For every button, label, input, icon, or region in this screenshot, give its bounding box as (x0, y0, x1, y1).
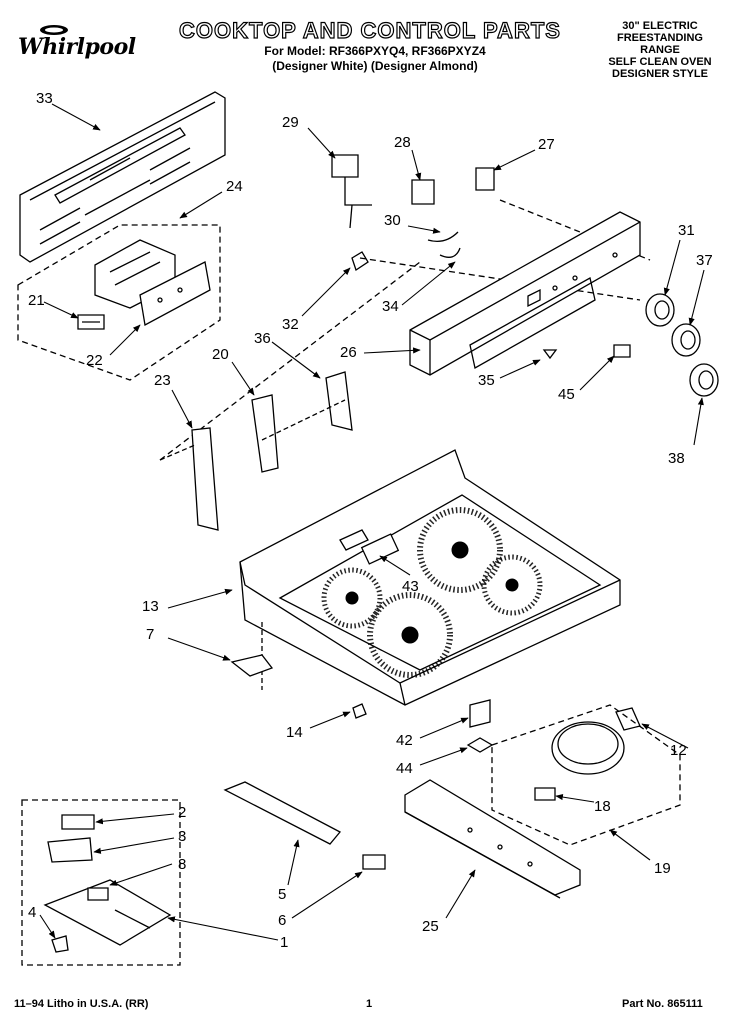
callout-22: 22 (86, 352, 103, 369)
callout-27: 27 (538, 136, 555, 153)
callout-12: 12 (670, 742, 687, 759)
model-line: For Model: RF366PXYQ4, RF366PXYZ4 (264, 44, 486, 58)
surface-element-patterns (324, 510, 540, 675)
callout-21: 21 (28, 292, 45, 309)
part-32 (352, 252, 368, 270)
knob-38 (690, 364, 718, 396)
knob-37 (672, 324, 700, 356)
control-panel-26 (410, 212, 640, 375)
part-42 (470, 700, 490, 727)
callout-44: 44 (396, 760, 413, 777)
part-30 (428, 232, 458, 241)
switch-assembly-24 (95, 240, 210, 325)
callout-33: 33 (36, 90, 53, 107)
callout-36: 36 (254, 330, 271, 347)
part-6 (363, 855, 385, 869)
callout-4: 4 (28, 904, 37, 921)
logo-wordmark: Whirlpool (18, 34, 136, 60)
callout-14: 14 (286, 724, 303, 741)
footer-litho: 11–94 Litho in U.S.A. (RR) (14, 998, 149, 1010)
footer-page-number: 1 (366, 998, 373, 1010)
part-44 (468, 738, 492, 752)
callout-1: 1 (280, 934, 289, 951)
callout-35: 35 (478, 372, 495, 389)
part-12 (616, 708, 640, 730)
callout-43: 43 (402, 578, 419, 595)
range-line-3: RANGE (640, 44, 680, 56)
callout-18: 18 (594, 798, 611, 815)
bracket-assembly-1 (45, 880, 170, 945)
cooktop-13 (240, 450, 620, 705)
part-45 (614, 345, 630, 357)
footer-part-number: Part No. 865111 (622, 998, 703, 1010)
callout-28: 28 (394, 134, 411, 151)
leader-lines (40, 104, 704, 940)
rail-25 (405, 780, 580, 898)
callout-37: 37 (696, 252, 713, 269)
range-line-4: SELF CLEAN OVEN (608, 56, 712, 68)
bracket-5 (225, 782, 340, 844)
part-14 (353, 704, 366, 718)
callout-19: 19 (654, 860, 671, 877)
callout-42: 42 (396, 732, 413, 749)
bracket-36 (326, 372, 352, 430)
callout-5: 5 (278, 886, 287, 903)
callout-8: 8 (178, 856, 187, 873)
range-description: 30" ELECTRIC FREESTANDING RANGE SELF CLE… (590, 20, 730, 80)
back-panel-33 (20, 92, 225, 262)
callout-7: 7 (146, 626, 155, 643)
page-title: COOKTOP AND CONTROL PARTS (178, 17, 561, 43)
model-info: For Model: RF366PXYQ4, RF366PXYZ4 (Desig… (210, 44, 540, 74)
callout-34: 34 (382, 298, 399, 315)
callout-24: 24 (226, 178, 243, 195)
callout-20: 20 (212, 346, 229, 363)
callout-13: 13 (142, 598, 159, 615)
callout-6: 6 (278, 912, 287, 929)
part-35 (544, 350, 556, 358)
end-cap-23 (192, 428, 218, 530)
insulator-3 (48, 838, 92, 862)
callout-29: 29 (282, 114, 299, 131)
whirlpool-logo (12, 22, 152, 68)
part-29 (332, 155, 372, 228)
callout-30: 30 (384, 212, 401, 229)
callout-26: 26 (340, 344, 357, 361)
callout-32: 32 (282, 316, 299, 333)
callout-3: 3 (178, 828, 187, 845)
callout-45: 45 (558, 386, 575, 403)
callout-2: 2 (178, 804, 187, 821)
range-line-2: FREESTANDING (617, 32, 703, 44)
bracket-20 (252, 395, 278, 472)
callout-31: 31 (678, 222, 695, 239)
part-28 (412, 180, 434, 204)
knob-31 (646, 294, 674, 326)
callout-25: 25 (422, 918, 439, 935)
range-line-5: DESIGNER STYLE (612, 68, 708, 80)
terminal-block-2 (62, 815, 94, 829)
designer-line: (Designer White) (Designer Almond) (272, 59, 478, 73)
part-4 (52, 936, 68, 952)
part-27 (476, 168, 494, 190)
surface-element-18 (535, 722, 624, 800)
range-line-1: 30" ELECTRIC (622, 20, 698, 32)
part-7 (232, 655, 272, 676)
callout-38: 38 (668, 450, 685, 467)
callout-23: 23 (154, 372, 171, 389)
